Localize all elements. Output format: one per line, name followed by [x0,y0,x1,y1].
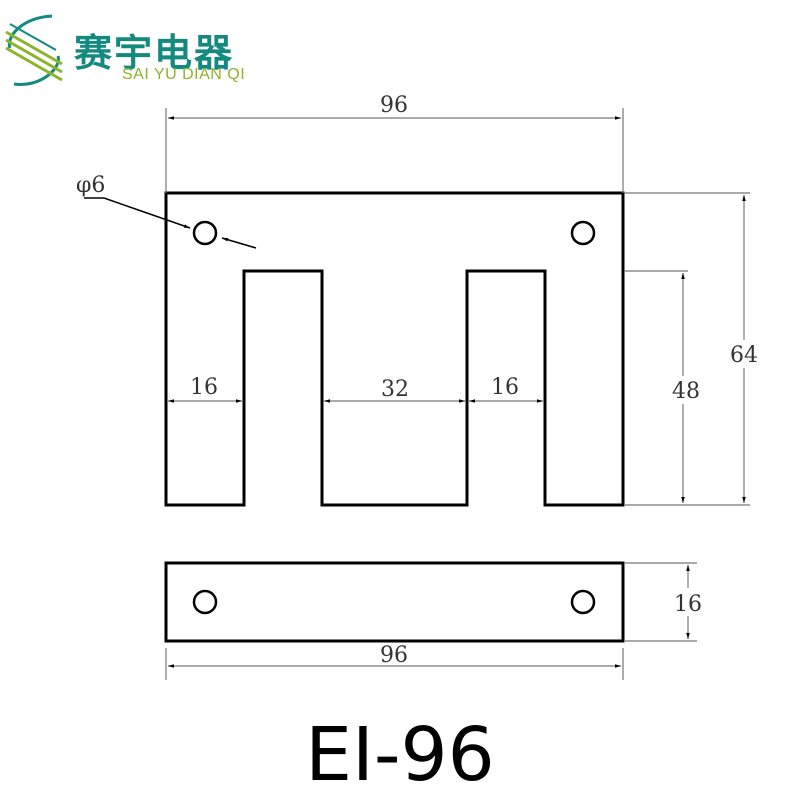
logo-english-name: SAI YU DIAN QI [122,66,246,83]
dim-i-piece [165,562,697,680]
dim-window-height-label: 48 [672,379,700,404]
i-piece-outline [164,561,625,643]
dim-i-width-label: 96 [380,643,408,668]
logo-chinese-name: 赛宇电器 [74,31,235,75]
dim-hole-leader [84,197,257,249]
dim-e-width-label: 96 [380,93,408,118]
dim-center-leg-label: 32 [381,377,409,402]
dim-e-height-label: 64 [730,343,758,368]
e-piece-outline [164,191,625,507]
mounting-hole-right [570,220,596,246]
dim-i-height-label: 16 [674,592,702,617]
dim-left-leg-label: 16 [190,375,218,400]
mounting-hole-left [192,220,218,246]
i-hole-left [192,589,218,615]
dim-right-leg-label: 16 [491,375,519,400]
company-logo: 赛宇电器 SAI YU DIAN QI [0,0,300,100]
dim-e-width [165,108,624,193]
model-title: EI-96 [305,712,495,798]
dim-hole-label: φ6 [76,173,105,198]
logo-s-icon [5,14,63,86]
i-hole-right [570,589,596,615]
